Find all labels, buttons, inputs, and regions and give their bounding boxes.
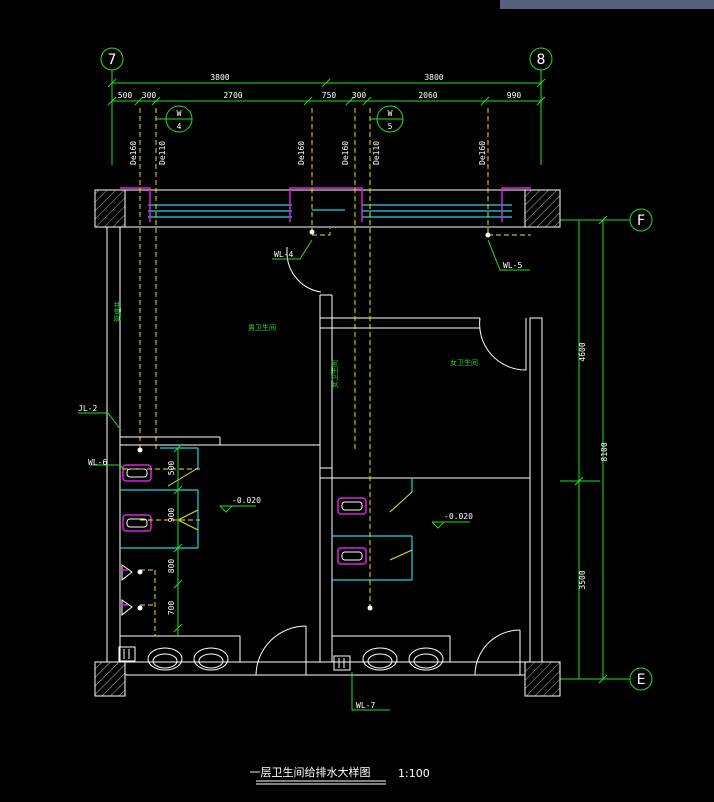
level-mark-2: -0.020 — [431, 512, 473, 529]
riser-tag-w5-bottom: 5 — [388, 122, 393, 131]
dim-detail-1: 500 — [118, 91, 133, 100]
top-dimension-detail: 500 300 2700 750 300 2060 990 — [107, 91, 546, 106]
dim-detail-5: 300 — [352, 91, 367, 100]
dim-detail-2: 300 — [142, 91, 157, 100]
dim-left-3: 800 — [167, 559, 176, 574]
pipe-size-3: De160 — [297, 141, 306, 165]
label-wl5: WL-5 — [487, 239, 530, 271]
walls — [94, 187, 561, 697]
riser-tag-w5: W 5 — [370, 105, 404, 133]
level-mark-1: -0.020 — [219, 496, 261, 513]
left-dimension-column: 500 900 800 700 — [167, 443, 183, 636]
dim-right-total: 8100 — [600, 442, 609, 461]
urinal — [121, 599, 133, 617]
dim-right-upper: 4600 — [578, 342, 587, 361]
drawing-title: 一层卫生间给排水大样图 1:100 — [250, 765, 430, 785]
squat-toilet — [337, 497, 367, 515]
room-label-3: 女卫生间 — [450, 358, 478, 367]
dim-detail-4: 750 — [322, 91, 337, 100]
pipe-size-1: De160 — [129, 141, 138, 165]
dim-detail-6: 2060 — [418, 91, 437, 100]
stalls-left — [120, 447, 199, 617]
column-top-right — [524, 189, 561, 228]
squat-toilet — [122, 514, 152, 532]
pipe-size-5: De110 — [372, 141, 381, 165]
dim-overall-left: 3800 — [210, 73, 229, 82]
room-label-2: 管道井 — [113, 301, 122, 322]
axis-bubble-7: 7 — [100, 47, 124, 71]
label-wl4: WL-4 — [272, 239, 313, 260]
stalls-right — [332, 478, 413, 581]
squat-toilet — [337, 547, 367, 565]
label-jl2: JL-2 — [78, 404, 122, 431]
label-jl2-text: JL-2 — [78, 404, 97, 413]
doors — [255, 247, 527, 676]
label-wl7-text: WL-7 — [356, 701, 375, 710]
room-label-4: 女卫生间 — [330, 360, 339, 388]
drawing-scale: 1:100 — [398, 767, 430, 780]
label-wl7: WL-7 — [351, 672, 390, 711]
dim-overall-right: 3800 — [424, 73, 443, 82]
axis-bubble-8: 8 — [529, 47, 553, 71]
label-wl6: WL-6 — [88, 458, 125, 471]
dim-left-1: 500 — [167, 461, 176, 476]
basins — [118, 646, 444, 671]
axis-bubble-e: E — [629, 667, 653, 691]
axis-label-f: F — [637, 213, 645, 229]
squat-toilet — [122, 464, 152, 482]
right-dimension: 4600 8100 3500 — [560, 215, 620, 684]
axis-label-e: E — [637, 672, 646, 688]
pipe-size-2: De110 — [158, 141, 167, 165]
riser-tag-w4: W 4 — [156, 105, 193, 133]
drain-pipes — [123, 108, 531, 636]
column-bottom-right — [524, 661, 561, 697]
level-mark-1-text: -0.020 — [232, 496, 261, 505]
column-top-left — [94, 189, 126, 228]
pipe-size-4: De160 — [341, 141, 350, 165]
window-top-strip — [500, 0, 714, 9]
dim-detail-7: 990 — [507, 91, 522, 100]
dim-left-2: 900 — [167, 508, 176, 523]
axis-bubble-f: F — [629, 208, 653, 232]
label-wl6-text: WL-6 — [88, 458, 107, 467]
label-wl5-text: WL-5 — [503, 261, 522, 270]
axis-label-8: 8 — [537, 52, 546, 68]
room-label-1: 男卫生间 — [248, 323, 276, 332]
riser-tag-w4-top: W — [177, 109, 182, 118]
drawing-title-text: 一层卫生间给排水大样图 — [250, 765, 371, 779]
dim-left-4: 700 — [167, 601, 176, 616]
urinal — [121, 564, 133, 582]
level-mark-2-text: -0.020 — [444, 512, 473, 521]
column-bottom-left — [94, 661, 126, 697]
pipe-size-6: De160 — [478, 141, 487, 165]
axis-label-7: 7 — [108, 52, 117, 68]
top-dimension-overall: 3800 3800 — [107, 73, 546, 88]
riser-tag-w5-top: W — [388, 109, 393, 118]
dim-detail-3: 2700 — [223, 91, 242, 100]
label-wl4-text: WL-4 — [274, 250, 293, 259]
riser-tag-w4-bottom: 4 — [177, 122, 182, 131]
dim-right-lower: 3500 — [578, 570, 587, 589]
